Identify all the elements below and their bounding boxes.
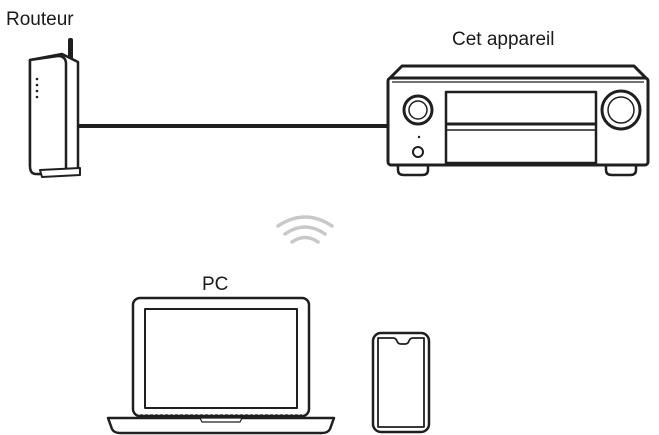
- av-receiver-icon: [386, 64, 650, 177]
- wifi-icon: [276, 215, 334, 244]
- router-label: Routeur: [6, 9, 74, 30]
- pc-label: PC: [202, 274, 229, 295]
- device-label: Cet appareil: [452, 29, 555, 50]
- smartphone-icon: [371, 331, 431, 434]
- laptop-icon: [106, 296, 336, 435]
- router-icon: [28, 38, 81, 178]
